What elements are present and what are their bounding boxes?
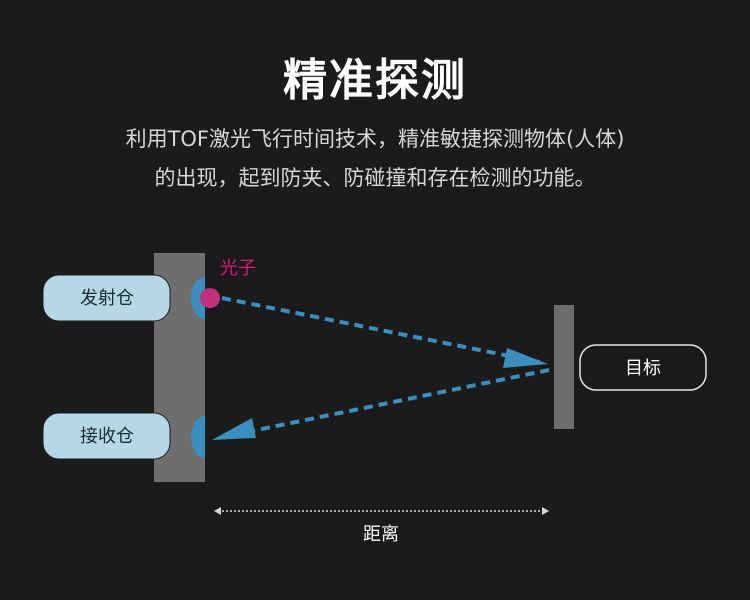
emitter-lens [191, 277, 205, 319]
reflected-beam-arrowhead [212, 418, 256, 440]
reflected-beam [251, 368, 550, 433]
emitter-box [42, 274, 171, 322]
emitted-beam [221, 296, 545, 365]
target-label: 目标 [625, 358, 661, 379]
receiver-label: 接收仓 [80, 426, 134, 447]
description: 利用TOF激光飞行时间技术，精准敏捷探测物体(人体) 的出现，起到防夹、防碰撞和… [0, 120, 750, 198]
receiver-lens [191, 416, 205, 458]
emitted-beam-arrowhead [503, 348, 548, 368]
emitter-label: 发射仓 [80, 288, 134, 309]
distance-label: 距离 [363, 524, 399, 545]
photon-dot [200, 288, 220, 308]
target-box [579, 344, 707, 391]
distance-arrow-left [214, 507, 221, 515]
description-line-1: 利用TOF激光飞行时间技术，精准敏捷探测物体(人体) [125, 127, 625, 151]
photon-label: 光子 [220, 258, 256, 279]
description-line-2: 的出现，起到防夹、防碰撞和存在检测的功能。 [154, 166, 596, 190]
receiver-box [42, 412, 171, 460]
page-title: 精准探测 [283, 55, 467, 106]
target-panel [554, 305, 574, 429]
distance-arrow-right [542, 507, 549, 515]
